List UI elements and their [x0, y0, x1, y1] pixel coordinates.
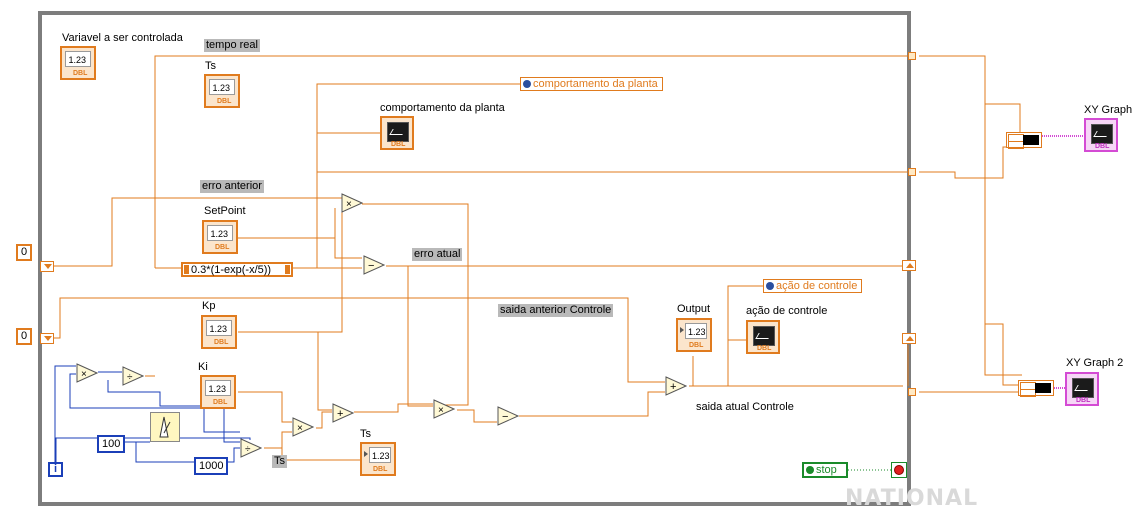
ki-label: Ki: [198, 361, 208, 373]
setpoint-label: SetPoint: [204, 205, 246, 217]
init-constant-bottom[interactable]: 0: [16, 328, 33, 345]
ts-top-label: Ts: [205, 60, 216, 72]
kp-label: Kp: [202, 300, 216, 312]
svg-text:×: ×: [438, 405, 444, 416]
ts-bottom-label: Ts: [360, 428, 371, 440]
stop-globe-icon: [806, 466, 814, 474]
erro-atual-label: erro atual: [412, 248, 463, 261]
xy-graph2-label: XY Graph 2: [1066, 357, 1124, 369]
multiply-icon[interactable]: ×: [76, 363, 98, 383]
xy-graph-icon: [1091, 124, 1113, 144]
ts-top-control[interactable]: 1.23 DBL: [204, 74, 240, 108]
xy-graph-terminal[interactable]: DBL: [1084, 118, 1118, 152]
ki-control[interactable]: 1.23 DBL: [200, 375, 236, 409]
xy-graph-label: XY Graph: [1084, 104, 1133, 116]
setpoint-control[interactable]: 1.23 DBL: [202, 220, 238, 254]
constant-100[interactable]: 100: [97, 435, 126, 453]
constant-1000[interactable]: 1000: [194, 457, 229, 475]
globe-icon: [523, 80, 531, 88]
bundle-node-top[interactable]: [1006, 132, 1042, 149]
variavel-label: Variavel a ser controlada: [62, 32, 183, 44]
bundle-node-bottom[interactable]: [1018, 380, 1054, 397]
output-indicator[interactable]: 1.23 DBL: [676, 318, 712, 352]
svg-text:×: ×: [297, 423, 303, 434]
svg-text:+: +: [337, 408, 343, 420]
kp-control[interactable]: 1.23 DBL: [201, 315, 237, 349]
stop-condition-icon[interactable]: [891, 462, 907, 478]
graph-icon: [387, 122, 409, 142]
saida-atual-label: saida atual Controle: [696, 401, 794, 413]
metronome-icon: [159, 416, 171, 438]
tunnel-comportamento: [908, 168, 916, 176]
globe-icon: [766, 282, 774, 290]
xy-graph-icon: [1072, 378, 1094, 398]
subtract-icon[interactable]: −: [363, 255, 385, 275]
subtract-icon[interactable]: −: [497, 406, 519, 426]
add-icon[interactable]: +: [332, 403, 354, 423]
bundle-arrow-icon: [1035, 383, 1051, 393]
numeric-arrow-icon: [364, 451, 368, 457]
acao-graph-terminal[interactable]: DBL: [746, 320, 780, 354]
xy-graph2-terminal[interactable]: DBL: [1065, 372, 1099, 406]
formula-node[interactable]: 0.3*(1-exp(-x/5)): [181, 262, 293, 277]
ts-wire-label: Ts: [272, 455, 287, 468]
init-constant-top[interactable]: 0: [16, 244, 33, 261]
multiply-icon[interactable]: ×: [433, 399, 455, 419]
add-icon[interactable]: +: [665, 376, 687, 396]
wait-ms-icon[interactable]: [150, 412, 180, 442]
svg-text:−: −: [502, 411, 508, 423]
shift-register-left-bottom[interactable]: [40, 333, 54, 344]
ts-bottom-indicator[interactable]: 1.23 DBL: [360, 442, 396, 476]
acao-graph-label: ação de controle: [746, 305, 828, 317]
svg-text:−: −: [368, 260, 374, 272]
multiply-icon[interactable]: ×: [292, 417, 314, 437]
stop-control[interactable]: stop: [802, 462, 848, 478]
shift-register-right-bottom[interactable]: [902, 333, 916, 344]
variavel-control[interactable]: 1.23 DBL: [60, 46, 96, 80]
property-node-acao[interactable]: ação de controle: [763, 279, 863, 293]
tunnel-output: [908, 388, 916, 396]
property-node-comportamento[interactable]: comportamento da planta: [520, 77, 663, 91]
graph-icon: [753, 326, 775, 346]
erro-anterior-label: erro anterior: [200, 180, 264, 193]
tempo-real-label: tempo real: [204, 39, 260, 52]
iteration-terminal: i: [48, 462, 63, 477]
svg-text:×: ×: [81, 369, 87, 380]
shift-register-left-top[interactable]: [40, 261, 54, 272]
svg-text:÷: ÷: [245, 444, 251, 455]
comportamento-graph-terminal[interactable]: DBL: [380, 116, 414, 150]
shift-register-right-top[interactable]: [902, 260, 916, 271]
bundle-arrow-icon: [1023, 135, 1039, 145]
multiply-icon[interactable]: ×: [341, 193, 363, 213]
saida-anterior-label: saida anterior Controle: [498, 304, 614, 317]
svg-text:÷: ÷: [127, 372, 133, 383]
comportamento-graph-label: comportamento da planta: [380, 102, 505, 114]
svg-text:+: +: [670, 381, 676, 393]
output-label: Output: [677, 303, 711, 315]
svg-text:×: ×: [346, 199, 352, 210]
national-watermark: NATIONAL: [845, 486, 979, 511]
divide-icon[interactable]: ÷: [240, 438, 262, 458]
divide-icon[interactable]: ÷: [122, 366, 144, 386]
numeric-arrow-icon: [680, 327, 684, 333]
tunnel-tempo-real: [908, 52, 916, 60]
